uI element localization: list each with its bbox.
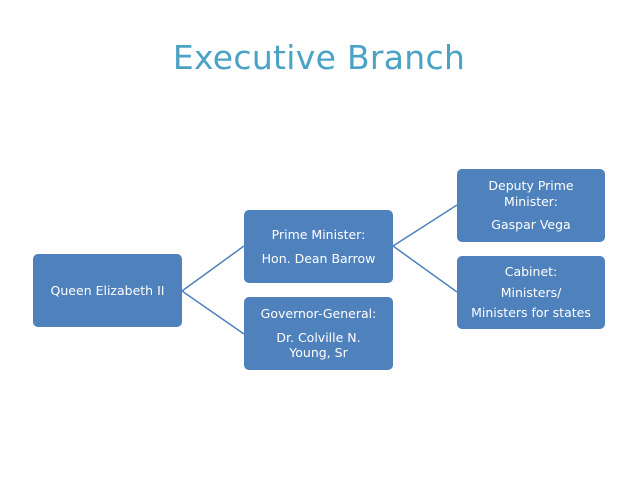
node-gg-title: Governor-General: xyxy=(260,306,377,322)
node-pm-name: Hon. Dean Barrow xyxy=(261,250,376,266)
node-deputy-title: Deputy Prime Minister: xyxy=(488,178,574,209)
node-prime-minister: Prime Minister: Hon. Dean Barrow xyxy=(244,210,393,283)
connector-pm-deputy xyxy=(392,204,458,247)
node-deputy-prime-minister: Deputy Prime Minister: Gaspar Vega xyxy=(457,169,605,242)
node-cabinet-title: Cabinet: xyxy=(504,264,558,280)
node-pm-title: Prime Minister: xyxy=(271,226,366,242)
node-cabinet: Cabinet: Ministers/ Ministers for states xyxy=(457,256,605,329)
node-queen: Queen Elizabeth II xyxy=(33,254,182,327)
connector-queen-gg xyxy=(181,290,245,335)
connector-queen-pm xyxy=(181,245,245,292)
node-queen-label: Queen Elizabeth II xyxy=(50,282,165,298)
slide-title: Executive Branch xyxy=(172,38,466,77)
node-gg-name: Dr. Colville N. Young, Sr xyxy=(276,329,361,361)
connector-pm-cabinet xyxy=(392,245,458,293)
node-governor-general: Governor-General: Dr. Colville N. Young,… xyxy=(244,297,393,370)
node-deputy-name: Gaspar Vega xyxy=(491,217,571,233)
node-cabinet-ministers: Ministers/ xyxy=(500,284,562,300)
node-cabinet-states: Ministers for states xyxy=(471,305,591,321)
